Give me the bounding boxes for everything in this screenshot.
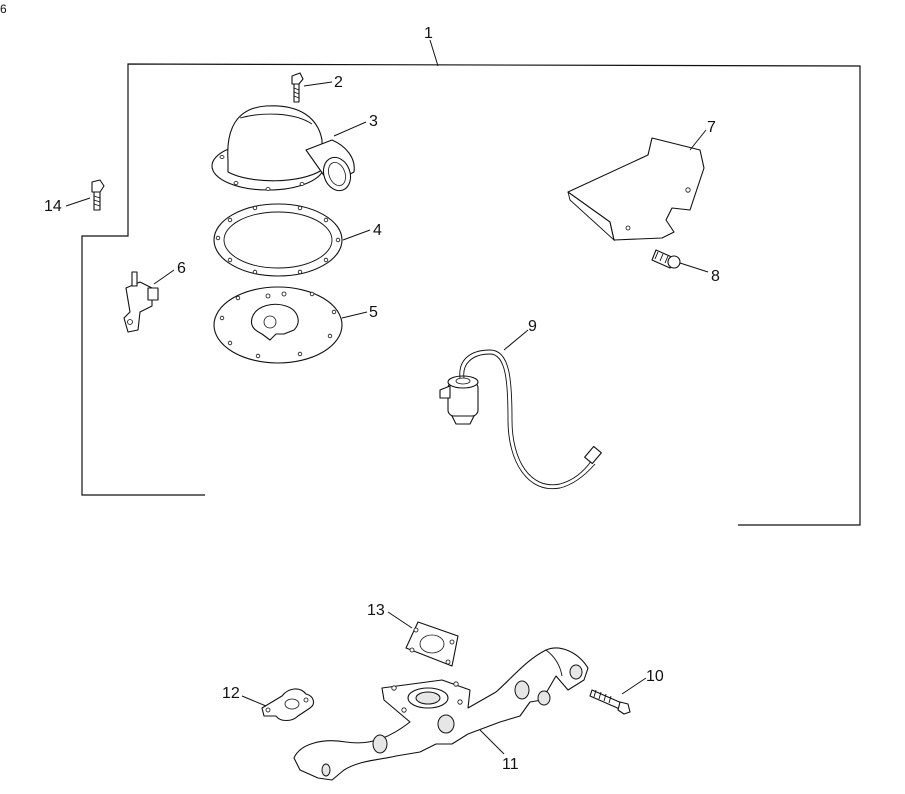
leader-line-14: [65, 197, 91, 207]
leader-line-13: [387, 611, 413, 629]
part-sensor-cable: [439, 349, 602, 490]
callout-5: 5: [369, 304, 378, 321]
callout-7: 7: [707, 119, 716, 136]
assembly-outline: [81, 63, 861, 526]
leader-line-3: [333, 121, 367, 137]
callout-6: 6: [177, 260, 186, 277]
leader-line-9: [503, 329, 529, 351]
callout-1: 1: [424, 25, 433, 42]
leader-line-7: [689, 129, 707, 151]
callout-10: 10: [646, 668, 664, 685]
callout-3: 3: [369, 113, 378, 130]
callout-13: 13: [367, 602, 385, 619]
leader-line-2: [303, 81, 333, 87]
leader-line-12: [241, 695, 267, 707]
part-stud-bolt: [589, 689, 631, 715]
leader-line-1: [429, 39, 439, 67]
part-screw: [651, 249, 681, 269]
part-small-gasket: [261, 688, 315, 722]
callout-8: 8: [711, 268, 720, 285]
part-bolt: [291, 72, 304, 103]
leader-line-8: [679, 262, 709, 273]
part-plate: [213, 286, 343, 364]
part-side-bolt: [91, 179, 105, 211]
page-marker: 6: [0, 2, 7, 16]
callout-9: 9: [528, 318, 537, 335]
callout-2: 2: [334, 74, 343, 91]
leader-line-10: [621, 677, 647, 695]
callout-14: 14: [44, 198, 62, 215]
leader-line-6: [153, 269, 175, 285]
part-bracket-plate: [567, 137, 705, 242]
part-small-bracket: [123, 271, 159, 333]
leader-line-5: [341, 311, 368, 319]
callout-12: 12: [222, 685, 240, 702]
leader-line-11: [479, 729, 505, 755]
part-manifold: [293, 647, 589, 781]
callout-4: 4: [373, 222, 382, 239]
part-flange-gasket: [405, 621, 459, 667]
leader-line-4: [342, 229, 371, 241]
part-cover: [211, 105, 355, 192]
part-gasket: [213, 203, 343, 277]
callout-11: 11: [502, 756, 519, 773]
